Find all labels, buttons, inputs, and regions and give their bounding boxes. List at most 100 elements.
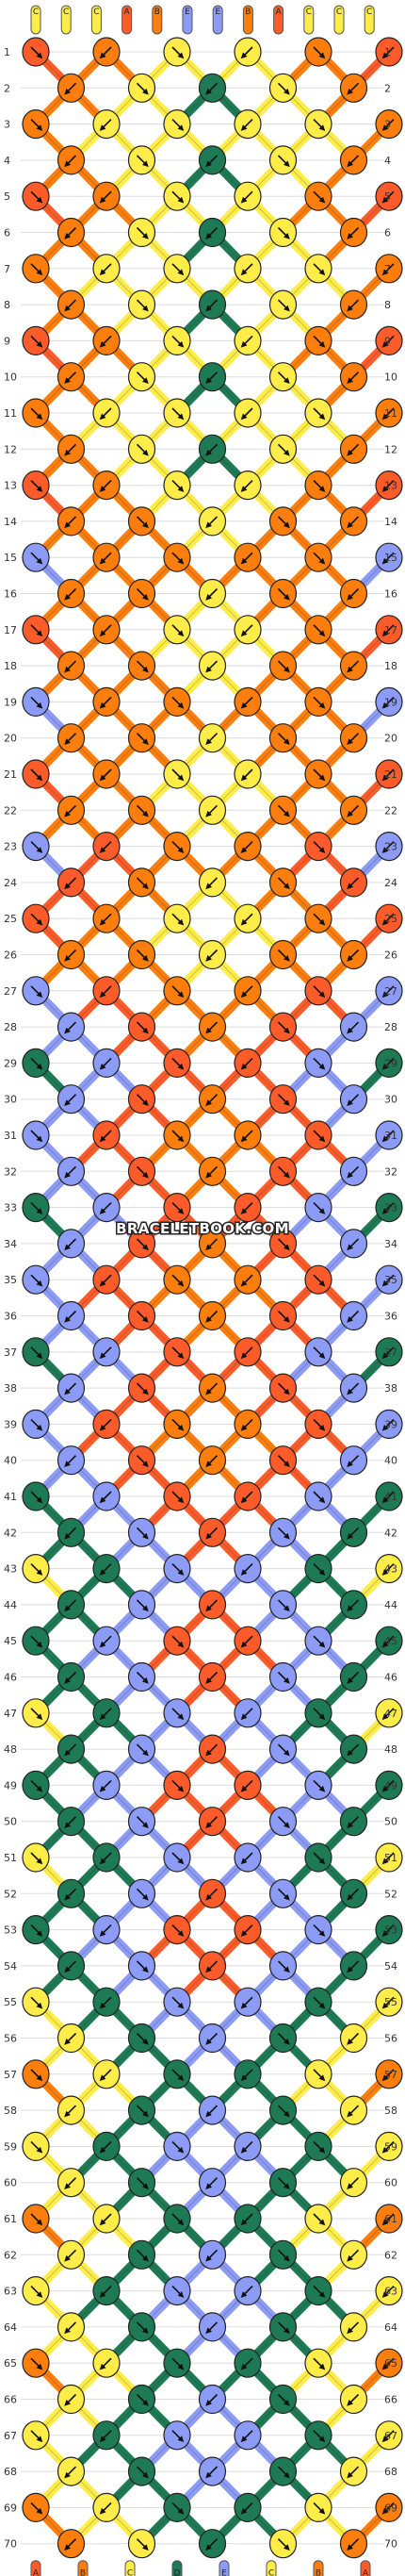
knot-arrow (64, 733, 77, 745)
row-number: 32 (4, 1165, 17, 1178)
knot-arrow (381, 46, 395, 59)
knot-arrow (381, 1130, 395, 1143)
knot-arrow (136, 2393, 149, 2406)
knot-arrow (347, 1238, 360, 1251)
strand-end (219, 2560, 230, 2576)
knot-arrow (381, 2430, 395, 2443)
strand-start (182, 5, 193, 35)
knot-arrow (347, 516, 360, 529)
knot-arrow (205, 155, 219, 168)
knot-arrow (99, 2213, 112, 2226)
knot-arrow (205, 587, 219, 601)
knot-arrow (205, 1599, 219, 1612)
knot-arrow (136, 2321, 149, 2335)
row-number: 57 (4, 2069, 17, 2081)
knot-arrow (30, 190, 43, 204)
knot-arrow (136, 2249, 149, 2262)
knot-arrow (30, 2430, 43, 2443)
row-number: 11 (384, 407, 397, 420)
row-number: 38 (384, 1382, 397, 1395)
strand-start (212, 5, 223, 35)
strand-start (90, 5, 102, 35)
knot-arrow (381, 1418, 395, 1431)
knot-arrow (240, 1708, 253, 1721)
knot-arrow (171, 1418, 185, 1431)
row-number: 43 (4, 1563, 17, 1576)
strand-start (364, 5, 375, 35)
knot-arrow (205, 733, 219, 745)
knot-arrow (30, 2213, 43, 2226)
knot-arrow (205, 1816, 219, 1828)
knot-arrow (381, 263, 395, 276)
strand-start (242, 5, 253, 35)
knot-arrow (64, 2105, 77, 2118)
knot-arrow (381, 985, 395, 999)
knot-arrow (205, 299, 219, 312)
knot-arrow (381, 552, 395, 565)
row-number: 10 (4, 372, 17, 384)
knot-arrow (136, 155, 149, 168)
row-number: 6 (384, 227, 391, 239)
knot-arrow (277, 82, 290, 95)
knot-arrow (99, 1635, 112, 1648)
knot-arrow (205, 2105, 219, 2118)
knot-arrow (171, 2213, 185, 2226)
row-number: 34 (4, 1238, 17, 1250)
knot-arrow (240, 1274, 253, 1287)
row-number: 16 (4, 588, 17, 601)
knot-arrow (136, 2538, 149, 2551)
knot-arrow (347, 587, 360, 601)
knot-arrow (313, 190, 326, 204)
knot-arrow (171, 2140, 185, 2154)
knot-arrow (240, 2069, 253, 2082)
knot-arrow (64, 1165, 77, 1179)
knot-arrow (313, 46, 326, 59)
knot-arrow (240, 119, 253, 131)
strand-end-label: D (174, 2569, 181, 2576)
row-number: 1 (384, 46, 391, 58)
row-number: 58 (4, 2105, 17, 2117)
knot-arrow (171, 263, 185, 276)
row-number: 47 (4, 1708, 17, 1720)
knot-arrow (205, 1527, 219, 1540)
knot-arrow (313, 1924, 326, 1937)
knot-arrow (205, 804, 219, 817)
strand-end-label: B (80, 2569, 86, 2576)
knot-arrow (313, 2357, 326, 2370)
knot-arrow (99, 480, 112, 492)
knot-arrow (347, 443, 360, 456)
strand-end (313, 2560, 324, 2576)
row-number: 66 (4, 2394, 17, 2406)
knot-arrow (171, 1274, 185, 1287)
strand-start (273, 5, 284, 35)
knot-arrow (136, 299, 149, 312)
knot-arrow (347, 2177, 360, 2189)
row-number: 39 (384, 1418, 397, 1430)
row-number: 24 (4, 877, 17, 889)
knot-arrow (64, 82, 77, 95)
row-number: 32 (384, 1165, 397, 1178)
knot-arrow (99, 1924, 112, 1937)
row-number: 27 (4, 985, 17, 998)
row-number: 39 (4, 1418, 17, 1430)
row-number: 56 (384, 2033, 397, 2045)
knot-arrow (171, 768, 185, 782)
knot-arrow (30, 1635, 43, 1648)
row-number: 33 (384, 1202, 397, 1214)
knot-arrow (381, 1563, 395, 1576)
knot-arrow (136, 1599, 149, 1612)
knot-arrow (64, 2466, 77, 2479)
knot-arrow (313, 119, 326, 131)
knot-arrow (30, 1202, 43, 1214)
knot-arrow (171, 2286, 185, 2298)
knot-arrow (171, 407, 185, 421)
knot-arrow (313, 480, 326, 492)
knot-arrow (277, 877, 290, 890)
knot-arrow (240, 1346, 253, 1360)
knot-arrow (99, 335, 112, 348)
strand-end-label: C (127, 2569, 133, 2576)
knot-arrow (347, 660, 360, 673)
knot-arrow (30, 480, 43, 492)
knot-arrow (99, 1130, 112, 1143)
